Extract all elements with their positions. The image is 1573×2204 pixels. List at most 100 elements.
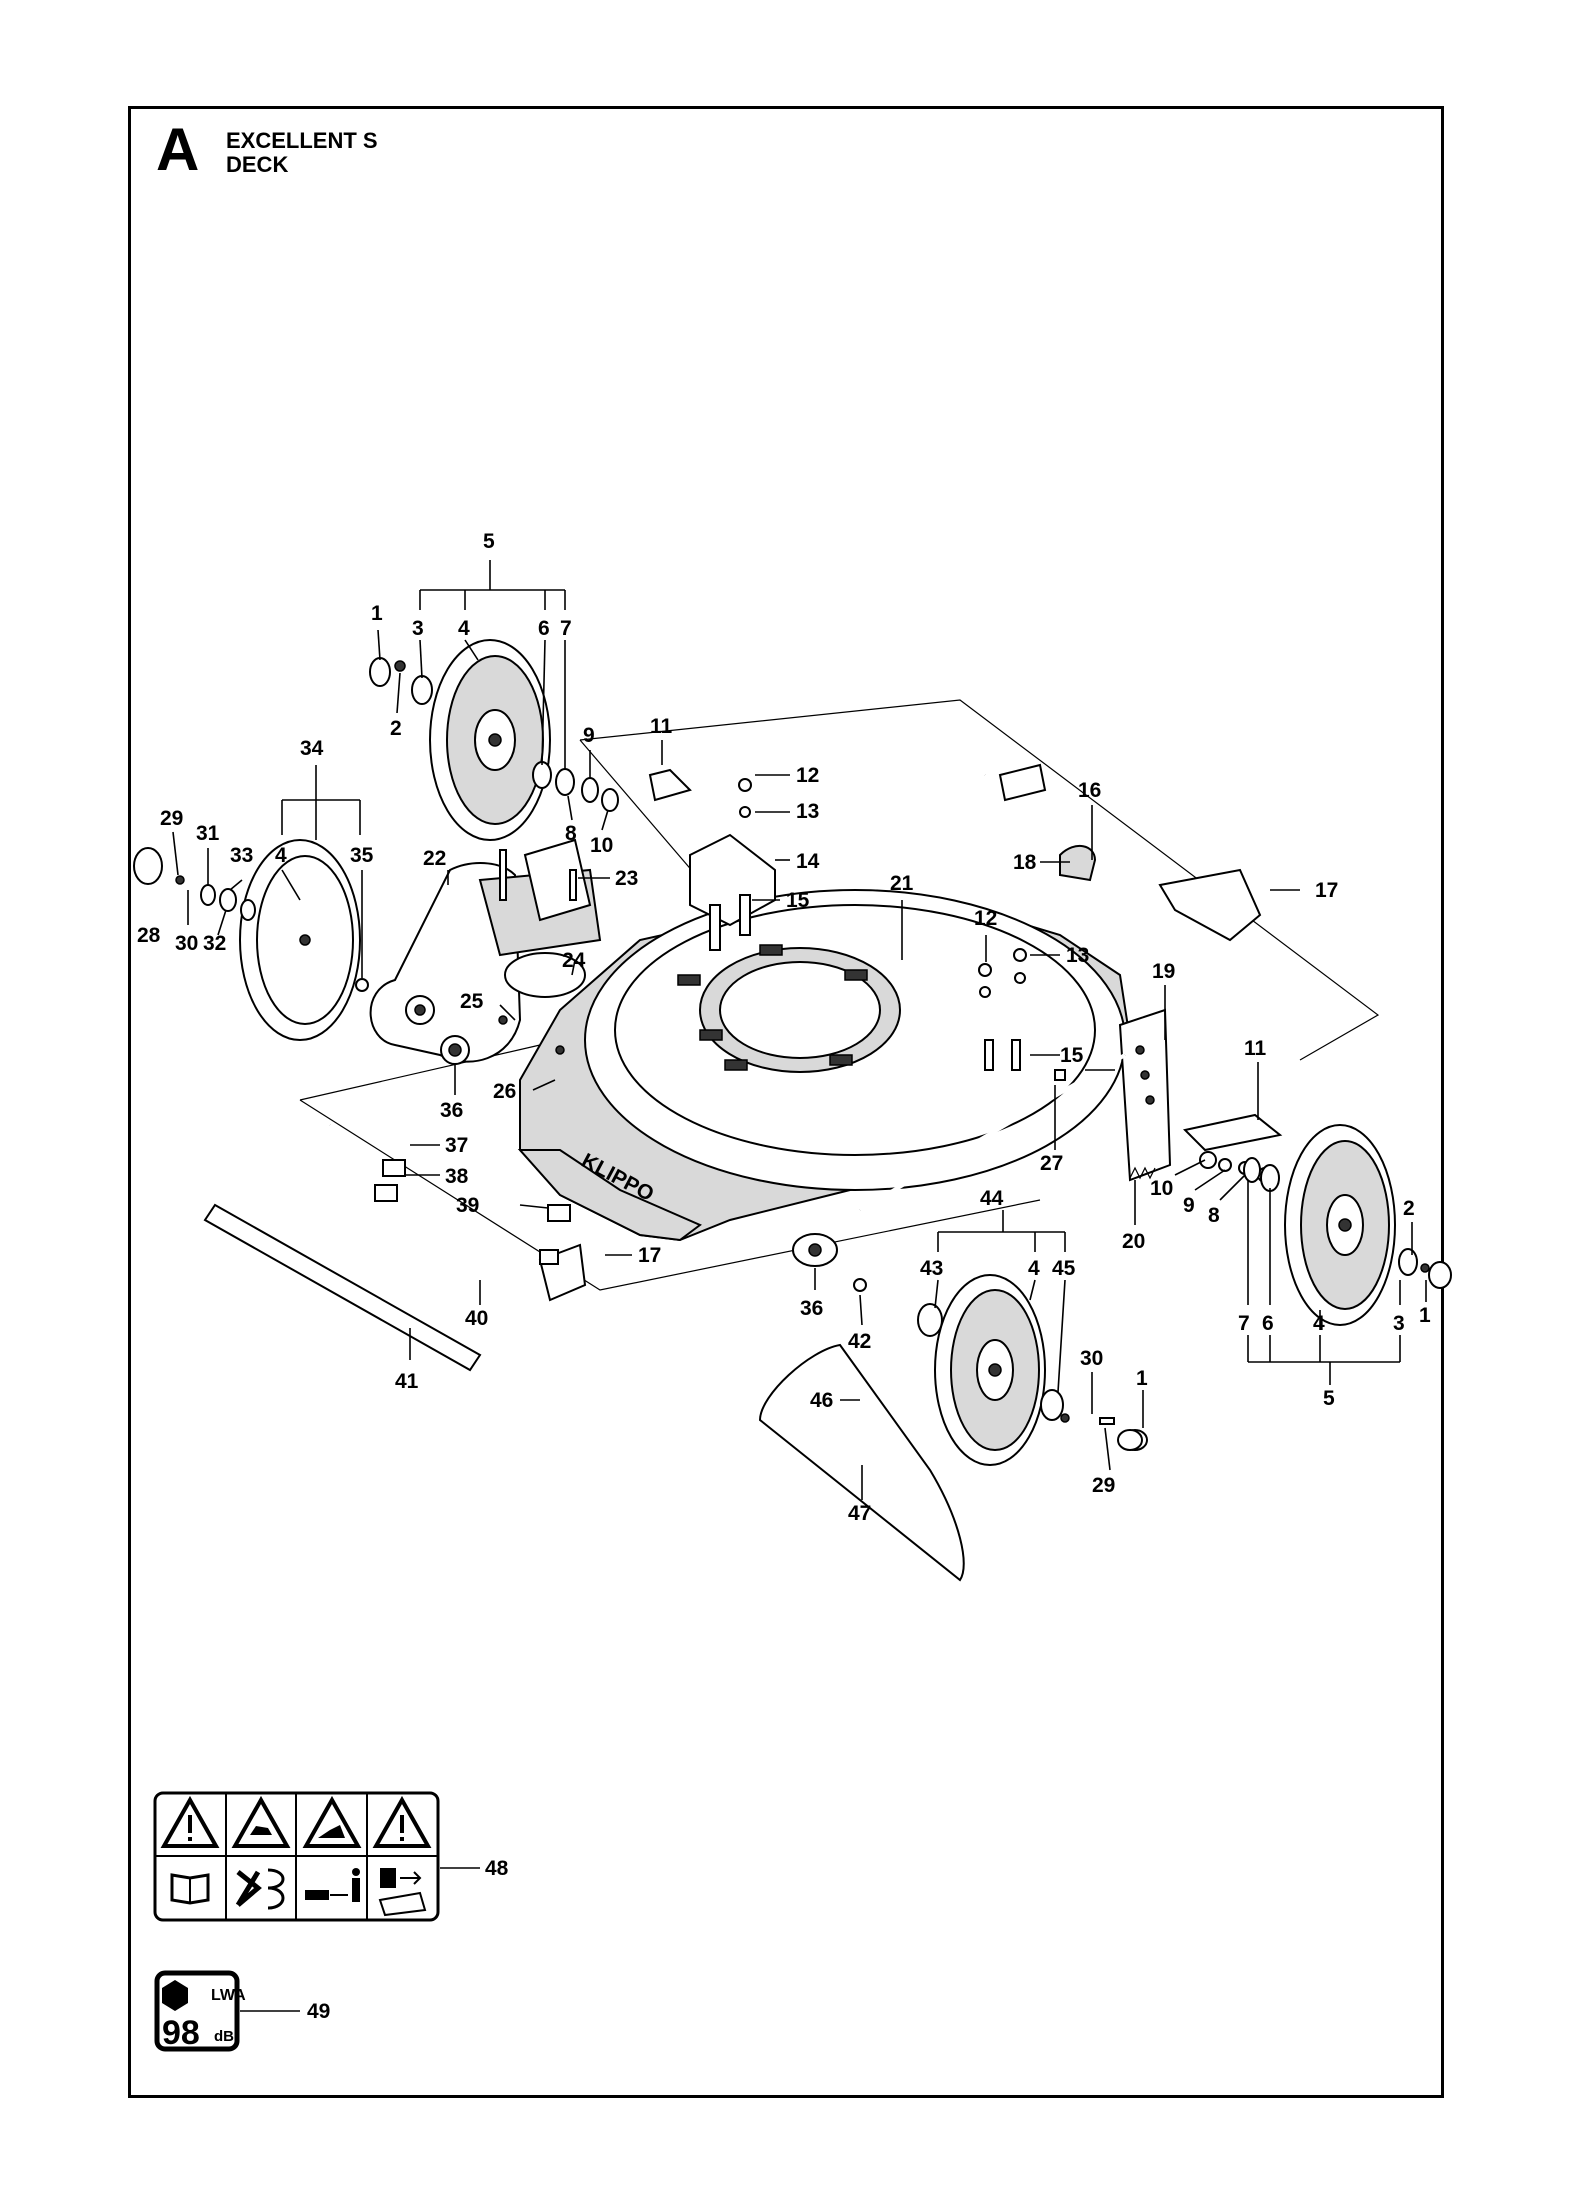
- label-1b: 1: [1136, 1367, 1148, 1390]
- keep-bystanders-away-icon: [305, 1868, 360, 1902]
- label-11: 11: [650, 715, 673, 738]
- label-21: 21: [890, 872, 914, 895]
- disconnect-spark-plug-icon: [378, 1868, 427, 1917]
- read-manual-icon: [170, 1873, 210, 1905]
- mower-deck: KLIPPO: [517, 889, 1132, 1242]
- label-39: 39: [456, 1194, 479, 1217]
- label-6: 6: [538, 617, 550, 640]
- thrown-object-warning-icon: [302, 1795, 362, 1848]
- warning-triangle-icon: [372, 1795, 432, 1848]
- rear-axle-assembly: [983, 763, 1262, 942]
- label-14: 14: [796, 850, 820, 873]
- label-43: 43: [920, 1257, 943, 1280]
- label-25: 25: [460, 990, 484, 1013]
- label-1: 1: [371, 602, 383, 625]
- label-15b: 15: [1060, 1044, 1084, 1067]
- label-12: 12: [796, 764, 819, 787]
- label-10b: 10: [1150, 1177, 1173, 1200]
- bracket-14: [689, 778, 1027, 1071]
- label-6b: 6: [1262, 1312, 1274, 1335]
- label-7: 7: [560, 617, 572, 640]
- model-title: EXCELLENT S: [226, 128, 378, 153]
- label-4: 4: [458, 617, 470, 640]
- warning-decal-48: [153, 1791, 440, 1922]
- label-27: 27: [1040, 1152, 1063, 1175]
- label-36b: 36: [800, 1297, 823, 1320]
- label-13: 13: [796, 800, 819, 823]
- label-8b: 8: [1208, 1204, 1220, 1227]
- label-33: 33: [230, 844, 253, 867]
- label-3b: 3: [1393, 1312, 1405, 1335]
- label-4d: 4: [1313, 1312, 1325, 1335]
- section-title: DECK: [226, 152, 289, 177]
- label-9b: 9: [1183, 1194, 1195, 1217]
- page-frame: [128, 106, 1444, 2098]
- sound-measure-text: LWA: [211, 1987, 246, 2004]
- label-29: 29: [160, 807, 183, 830]
- front-wheel-44: [917, 1274, 1148, 1466]
- leader-lines: [172, 560, 1427, 2012]
- label-11b: 11: [1244, 1037, 1267, 1060]
- rear-wheel-left: [369, 639, 692, 841]
- label-4c: 4: [1028, 1257, 1040, 1280]
- label-7b: 7: [1238, 1312, 1250, 1335]
- label-29b: 29: [1092, 1474, 1115, 1497]
- label-26: 26: [493, 1080, 516, 1103]
- label-40: 40: [465, 1307, 488, 1330]
- label-47: 47: [848, 1502, 871, 1525]
- label-2: 2: [390, 717, 402, 740]
- front-axle-40: [203, 1123, 965, 1582]
- sound-level-value: 98: [162, 2014, 200, 2052]
- label-30b: 30: [1080, 1347, 1103, 1370]
- label-38: 38: [445, 1165, 469, 1188]
- label-24: 24: [562, 949, 586, 972]
- sound-level-decal-49: LWA 98 dB: [154, 1970, 246, 2052]
- label-34: 34: [300, 737, 324, 760]
- label-49: 49: [307, 2000, 330, 2023]
- label-20: 20: [1122, 1230, 1145, 1253]
- label-22: 22: [423, 847, 446, 870]
- label-28: 28: [137, 924, 161, 947]
- label-23: 23: [615, 867, 638, 890]
- label-9: 9: [583, 724, 595, 747]
- keep-hands-feet-away-icon: [235, 1868, 285, 1910]
- label-10: 10: [590, 834, 613, 857]
- label-36: 36: [440, 1099, 463, 1122]
- label-45: 45: [1052, 1257, 1076, 1280]
- label-18: 18: [1013, 851, 1037, 874]
- front-wheel-right: [1054, 1069, 1452, 1326]
- label-30: 30: [175, 932, 198, 955]
- label-17b: 17: [638, 1244, 661, 1267]
- label-8: 8: [565, 822, 577, 845]
- sheet-letter: A: [156, 116, 200, 183]
- label-1c: 1: [1419, 1304, 1431, 1327]
- label-4b: 4: [275, 844, 287, 867]
- drive-assembly-22: [369, 838, 602, 1065]
- label-48: 48: [485, 1857, 509, 1880]
- label-5: 5: [483, 530, 495, 553]
- height-adjuster-19: [858, 1008, 1283, 1212]
- label-42: 42: [848, 1330, 871, 1353]
- hand-blade-warning-icon: [231, 1795, 291, 1848]
- label-5b: 5: [1323, 1387, 1335, 1410]
- label-37: 37: [445, 1134, 468, 1157]
- rear-wheel-34: [133, 839, 369, 1041]
- label-15: 15: [786, 889, 810, 912]
- label-16: 16: [1078, 779, 1101, 802]
- label-32: 32: [203, 932, 226, 955]
- label-46: 46: [810, 1389, 833, 1412]
- label-12b: 12: [974, 907, 997, 930]
- label-41: 41: [395, 1370, 419, 1393]
- label-3: 3: [412, 617, 424, 640]
- sound-unit-text: dB: [214, 2028, 234, 2045]
- part-number-labels: 5 1 3 4 6 7 2 9 8 10 11 12 13 14 15 16 1…: [137, 530, 1431, 2023]
- label-2b: 2: [1403, 1197, 1415, 1220]
- label-44: 44: [980, 1187, 1004, 1210]
- label-13b: 13: [1066, 944, 1089, 967]
- warning-triangle-icon: [160, 1795, 220, 1848]
- label-31: 31: [196, 822, 220, 845]
- label-17: 17: [1315, 879, 1338, 902]
- label-35: 35: [350, 844, 374, 867]
- label-19: 19: [1152, 960, 1175, 983]
